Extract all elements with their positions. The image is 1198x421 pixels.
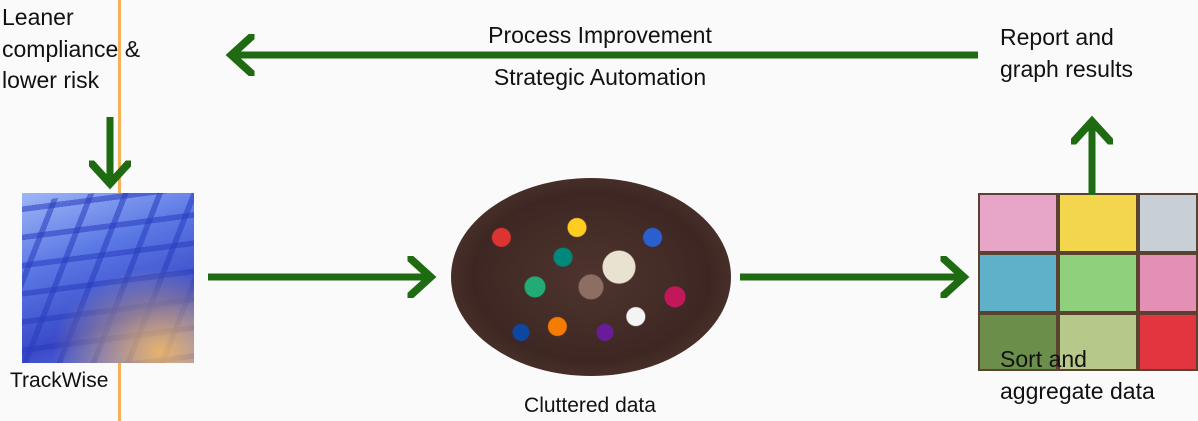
trackwise-label: TrackWise: [10, 369, 109, 392]
sort-aggregate-label: Sort and aggregate data: [1000, 346, 1155, 404]
outcome-label: Leaner compliance & lower risk: [2, 4, 141, 94]
report-label: Report and graph results: [1000, 24, 1133, 82]
keyboard-image: [22, 193, 194, 363]
feedback-label-process: Process Improvement: [488, 22, 712, 48]
sorted-buttons-image: [978, 193, 1198, 371]
feedback-label-automation: Strategic Automation: [493, 64, 707, 90]
cluttered-data-label: Cluttered data: [524, 394, 656, 417]
cluttered-buttons-image: [446, 170, 736, 385]
